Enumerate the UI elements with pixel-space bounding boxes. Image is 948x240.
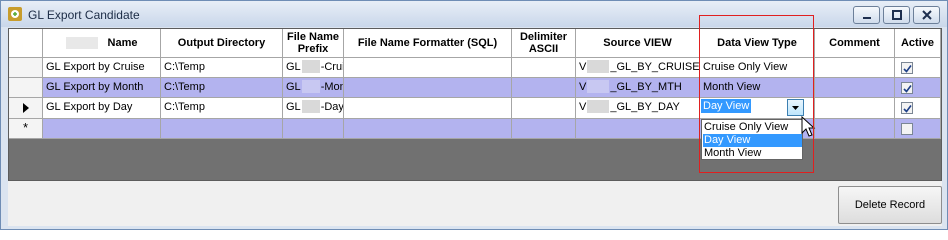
active-cell[interactable] (895, 98, 941, 119)
col-source-view[interactable]: Source VIEW (576, 29, 700, 58)
output-dir-cell[interactable] (161, 119, 283, 139)
app-icon (8, 7, 22, 21)
maximize-button[interactable] (883, 6, 910, 24)
redacted-text (587, 80, 610, 93)
current-row-arrow-icon (23, 103, 29, 113)
comment-cell[interactable] (815, 58, 895, 78)
source-view-cell[interactable]: V_GL_BY_DAY (576, 98, 700, 119)
source-view-cell[interactable] (576, 119, 700, 139)
col-delimiter-ascii[interactable]: Delimiter ASCII (512, 29, 576, 58)
formatter-cell[interactable] (344, 78, 512, 98)
dropdown-option-selected[interactable]: Day View (703, 134, 802, 147)
comment-cell[interactable] (815, 78, 895, 98)
title-bar: GL Export Candidate (1, 1, 947, 27)
window-title: GL Export Candidate (28, 8, 140, 22)
name-cell[interactable]: GL Export by Day (43, 98, 161, 119)
combobox-dropdown-button[interactable] (787, 99, 804, 116)
check-icon (903, 85, 912, 93)
active-checkbox[interactable] (901, 62, 913, 74)
output-dir-cell[interactable]: C:\Temp (161, 98, 283, 119)
redacted-text (587, 100, 610, 113)
col-file-name-formatter[interactable]: File Name Formatter (SQL) (344, 29, 512, 58)
view-type-combobox[interactable]: Day View (701, 97, 804, 117)
redacted-text (301, 100, 320, 113)
col-name[interactable]: Name (43, 29, 161, 58)
close-icon (922, 10, 932, 20)
redacted-text (587, 60, 610, 73)
table-row[interactable]: GL Export by Cruise C:\Temp GL-Cruis V_G… (9, 58, 941, 78)
col-active[interactable]: Active (895, 29, 941, 58)
delimiter-cell[interactable] (512, 78, 576, 98)
row-header[interactable] (9, 98, 43, 119)
combobox-selected-value: Day View (701, 99, 752, 113)
chevron-down-icon (792, 106, 799, 110)
prefix-cell[interactable] (283, 119, 344, 139)
prefix-cell[interactable]: GL-Cruis (283, 58, 344, 78)
comment-cell[interactable] (815, 98, 895, 119)
header-row: Name Output Directory File Name Prefix F… (9, 29, 941, 58)
col-file-name-prefix[interactable]: File Name Prefix (283, 29, 344, 58)
minimize-button[interactable] (853, 6, 880, 24)
redacted-text (65, 37, 98, 49)
name-cell[interactable]: GL Export by Month (43, 78, 161, 98)
view-type-cell[interactable] (700, 98, 815, 119)
active-cell[interactable] (895, 119, 941, 139)
check-icon (903, 65, 912, 73)
redacted-text (301, 80, 320, 93)
delimiter-cell[interactable] (512, 58, 576, 78)
comment-cell[interactable] (815, 119, 895, 139)
new-row-marker: * (9, 119, 43, 139)
view-type-cell[interactable]: Cruise Only View (700, 58, 815, 78)
name-cell[interactable]: GL Export by Cruise (43, 58, 161, 78)
row-header[interactable] (9, 58, 43, 78)
prefix-cell[interactable]: GL-Mont (283, 78, 344, 98)
check-icon (903, 105, 912, 113)
view-type-cell[interactable]: Month View (700, 78, 815, 98)
dropdown-option[interactable]: Month View (704, 147, 762, 159)
dropdown-option[interactable]: Cruise Only View (704, 121, 789, 133)
active-checkbox[interactable] (901, 123, 913, 135)
output-dir-cell[interactable]: C:\Temp (161, 58, 283, 78)
minimize-icon (863, 17, 871, 19)
bottom-panel (8, 181, 942, 226)
row-header[interactable] (9, 78, 43, 98)
col-output-directory[interactable]: Output Directory (161, 29, 283, 58)
row-header-corner (9, 29, 43, 58)
col-comment[interactable]: Comment (815, 29, 895, 58)
active-cell[interactable] (895, 58, 941, 78)
source-view-cell[interactable]: V_GL_BY_CRUISE (576, 58, 700, 78)
close-button[interactable] (913, 6, 940, 24)
source-view-cell[interactable]: V_GL_BY_MTH (576, 78, 700, 98)
view-type-dropdown-list: Cruise Only View Day View Month View (701, 119, 803, 160)
active-checkbox[interactable] (901, 82, 913, 94)
output-dir-cell[interactable]: C:\Temp (161, 78, 283, 98)
col-data-view-type[interactable]: Data View Type (700, 29, 815, 58)
delimiter-cell[interactable] (512, 98, 576, 119)
formatter-cell[interactable] (344, 119, 512, 139)
delimiter-cell[interactable] (512, 119, 576, 139)
annotation-highlight-box (699, 15, 814, 173)
gl-export-window: GL Export Candidate Name Output Director… (0, 0, 948, 230)
formatter-cell[interactable] (344, 98, 512, 119)
table-row[interactable]: GL Export by Month C:\Temp GL-Mont V_GL_… (9, 78, 941, 98)
name-cell[interactable] (43, 119, 161, 139)
prefix-cell[interactable]: GL-Day- (283, 98, 344, 119)
maximize-icon (892, 10, 902, 20)
redacted-text (301, 60, 320, 73)
active-checkbox[interactable] (901, 102, 913, 114)
formatter-cell[interactable] (344, 58, 512, 78)
delete-record-button[interactable]: Delete Record (838, 186, 942, 224)
active-cell[interactable] (895, 78, 941, 98)
